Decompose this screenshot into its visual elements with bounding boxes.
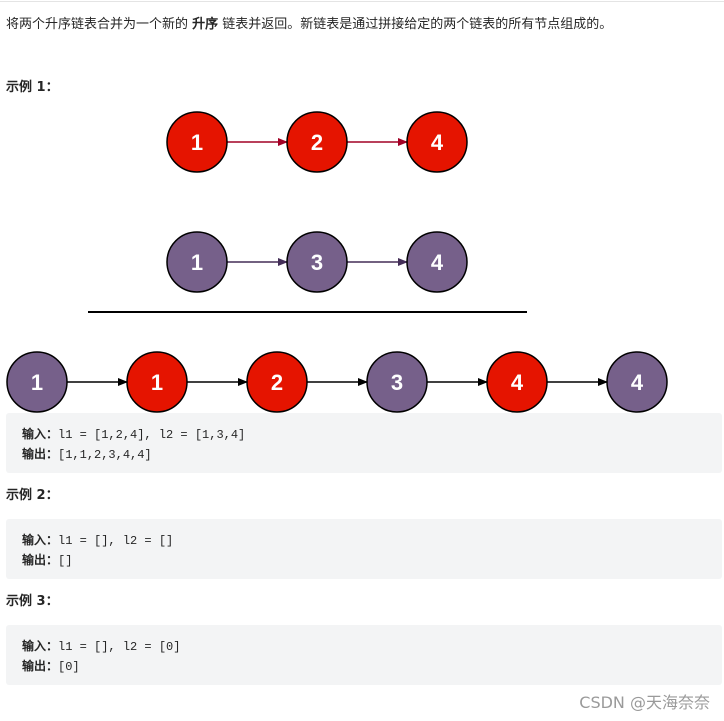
list2-node-value: 3 [311,250,323,275]
top-divider [0,1,724,2]
merged-node-value: 4 [511,370,524,395]
list2-node: 4 [406,231,468,293]
merged-node: 2 [246,351,308,413]
description-text-before: 将两个升序链表合并为一个新的 [6,17,193,32]
merged-node-circle [246,351,308,413]
merged-node-value: 2 [271,370,283,395]
output-label: 输出： [22,553,59,567]
output-label: 输出： [22,659,59,673]
list1-node-value: 1 [191,130,203,155]
example-input-line: 输入：l1 = [], l2 = [] [22,529,706,549]
example-2-title: 示例 2： [6,488,59,503]
problem-description: 将两个升序链表合并为一个新的 升序 链表并返回。新链表是通过拼接给定的两个链表的… [6,16,612,34]
linked-list-diagram: 1 2 4 1 3 4 [6,111,668,413]
list2-node: 1 [166,231,228,293]
input-value: l1 = [], l2 = [] [58,534,174,548]
csdn-watermark: CSDN @天海奈奈 [579,693,710,712]
list2-node-circle [286,231,348,293]
merged-node-circle [366,351,428,413]
merged-node-circle [606,351,668,413]
list1-node-circle [166,111,228,173]
example-1-code-block: 输入：l1 = [1,2,4], l2 = [1,3,4] 输出：[1,1,2,… [6,413,722,473]
example-input-line: 输入：l1 = [], l2 = [0] [22,635,706,655]
list2-node-value: 1 [191,250,203,275]
merged-node: 1 [6,351,68,413]
example-3-code-block: 输入：l1 = [], l2 = [0] 输出：[0] [6,625,722,685]
list1-node-value: 2 [311,130,323,155]
example-1-title: 示例 1： [6,80,59,95]
list1-node-value: 4 [431,130,444,155]
example-output-line: 输出：[] [22,549,706,569]
merged-node-circle [126,351,188,413]
list1-node: 4 [406,111,468,173]
list1-node-circle [286,111,348,173]
merged-node-circle [6,351,68,413]
merged-node-circle [486,351,548,413]
output-value: [1,1,2,3,4,4] [58,448,152,462]
merged-node: 4 [606,351,668,413]
merged-node: 3 [366,351,428,413]
list2-node-value: 4 [431,250,444,275]
output-value: [] [58,554,73,568]
input-value: l1 = [], l2 = [0] [58,640,181,654]
example-output-line: 输出：[1,1,2,3,4,4] [22,443,706,463]
example-output-line: 输出：[0] [22,655,706,675]
output-value: [0] [58,660,80,674]
list1-node: 1 [166,111,228,173]
list2-node-circle [166,231,228,293]
merged-node-value: 4 [631,370,644,395]
input-label: 输入： [22,639,59,653]
example-3-title: 示例 3： [6,594,59,609]
merged-node-value: 1 [31,370,43,395]
merged-node-value: 3 [391,370,403,395]
list2-node: 3 [286,231,348,293]
input-label: 输入： [22,427,59,441]
input-label: 输入： [22,533,59,547]
example-input-line: 输入：l1 = [1,2,4], l2 = [1,3,4] [22,423,706,443]
input-value: l1 = [1,2,4], l2 = [1,3,4] [58,428,246,442]
merged-node-value: 1 [151,370,163,395]
list1-node-circle [406,111,468,173]
merged-node: 4 [486,351,548,413]
description-emphasis: 升序 [192,17,219,32]
merged-node: 1 [126,351,188,413]
list2-node-circle [406,231,468,293]
list1-node: 2 [286,111,348,173]
example-2-code-block: 输入：l1 = [], l2 = [] 输出：[] [6,519,722,579]
description-text-after: 链表并返回。新链表是通过拼接给定的两个链表的所有节点组成的。 [218,17,613,32]
output-label: 输出： [22,447,59,461]
